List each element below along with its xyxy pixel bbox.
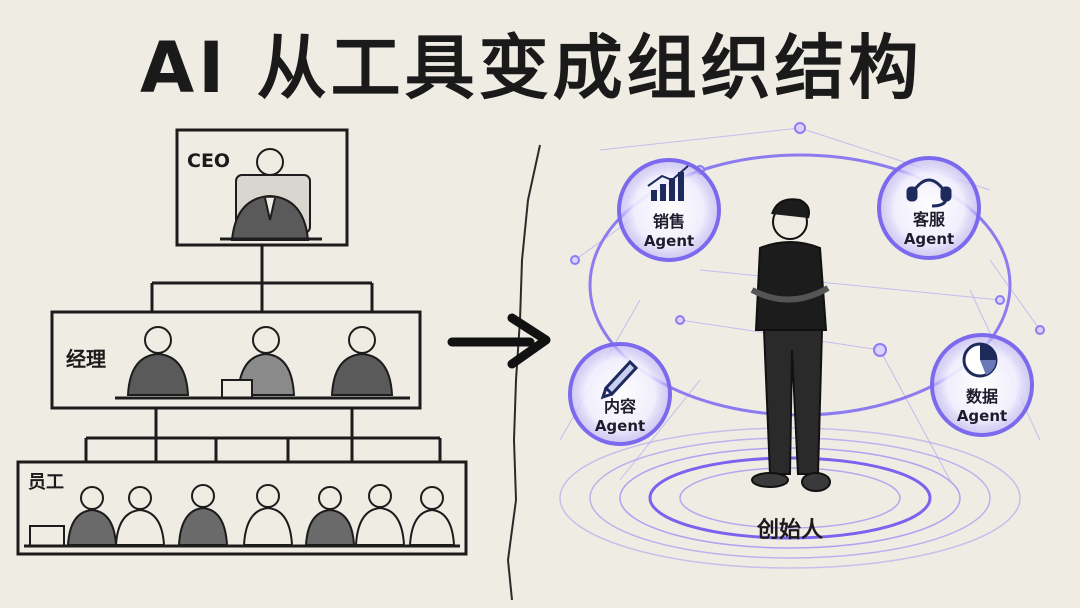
agent-node-content [568, 342, 672, 446]
agent-node-data [930, 333, 1034, 437]
ceo-person-icon [220, 148, 322, 241]
founder-figure [750, 198, 831, 492]
manager-label: 经理 [66, 347, 106, 371]
transition-arrow [447, 313, 551, 369]
founder-label: 创始人 [756, 518, 823, 543]
agent-label-data: 数据 Agent [937, 387, 1027, 425]
agent-name: 内容 [603, 397, 636, 416]
pencil-icon [600, 359, 639, 400]
agent-suffix: Agent [594, 417, 646, 435]
staff-box [16, 460, 468, 556]
page-title: AI 从工具变成组织结构 [140, 27, 923, 109]
agent-name: 销售 [652, 212, 685, 231]
agent-name: 数据 [965, 387, 998, 406]
managers-box [50, 310, 422, 410]
traditional-hierarchy [16, 128, 468, 556]
agent-name: 客服 [912, 210, 945, 229]
pie-chart-icon [962, 342, 998, 378]
headset-icon [906, 178, 952, 208]
ceo-label: CEO [187, 150, 231, 172]
agent-node-customer-service [877, 156, 981, 260]
manager-person-icon [221, 326, 296, 399]
manager-person-icon [330, 326, 394, 396]
staff-row-icons [24, 484, 460, 548]
agent-label-customer-service: 客服 Agent [884, 210, 974, 248]
agent-suffix: Agent [643, 232, 695, 250]
bar-chart-icon [647, 165, 689, 201]
staff-label: 员工 [28, 472, 64, 493]
agent-label-content: 内容 Agent [575, 397, 665, 435]
divider-line [506, 144, 541, 601]
agent-suffix: Agent [956, 407, 1008, 425]
manager-person-icon [126, 326, 190, 396]
agent-node-sales [617, 158, 721, 262]
agent-label-sales: 销售 Agent [624, 212, 714, 250]
agent-suffix: Agent [903, 230, 955, 248]
